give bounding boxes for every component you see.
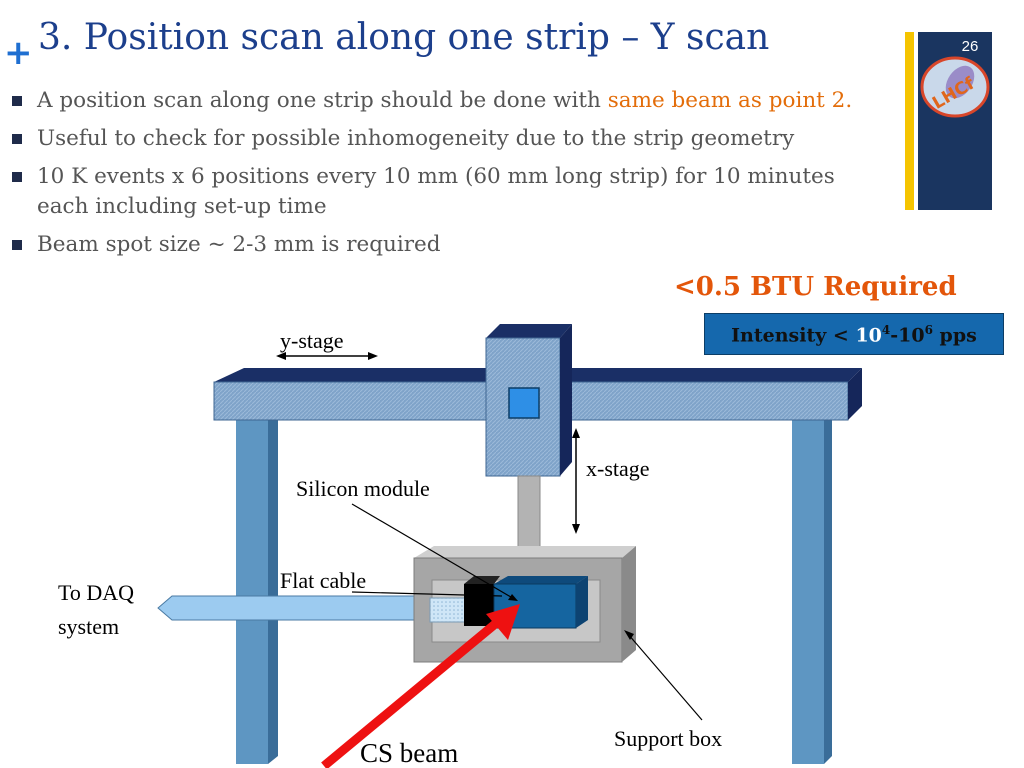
support-box-label: Support box xyxy=(614,726,723,751)
flat-cable-label: Flat cable xyxy=(280,568,367,593)
y-stage-label: y-stage xyxy=(280,328,344,353)
silicon-module-label: Silicon module xyxy=(296,476,430,501)
highlight-text: same beam as point 2. xyxy=(607,88,853,113)
right-leg-side xyxy=(824,412,832,764)
plus-icon: + xyxy=(4,33,33,73)
silicon-callout-line xyxy=(351,503,517,601)
support-box-top xyxy=(414,546,636,558)
bullet-square-icon xyxy=(12,172,22,182)
x-stage-label: x-stage xyxy=(586,456,650,481)
cs-beam-arrow xyxy=(321,616,503,768)
intensity-text: Intensity < 104-106 pps xyxy=(731,323,977,347)
arrow-head xyxy=(508,594,518,601)
module-top xyxy=(494,576,588,584)
arrow-head xyxy=(572,524,580,534)
arrow-head xyxy=(624,630,634,640)
arrow-head xyxy=(368,352,378,360)
btu-requirement: <0.5 BTU Required xyxy=(674,272,957,302)
stage-window xyxy=(508,387,540,419)
to-daq-label-line2: system xyxy=(58,614,120,639)
rail-side-face xyxy=(848,368,862,420)
support-box-side xyxy=(622,546,636,662)
flat-cable-callout-line xyxy=(351,591,503,597)
yellow-accent-bar xyxy=(905,32,914,210)
bullet-list: A position scan along one strip should b… xyxy=(10,86,910,268)
arrow-head xyxy=(572,428,580,438)
bullet-square-icon xyxy=(12,240,22,250)
slide-number: 26 xyxy=(961,38,979,55)
bullet-item: 10 K events x 6 positions every 10 mm (6… xyxy=(10,162,877,222)
logo-swirl xyxy=(945,65,975,99)
left-leg xyxy=(236,420,268,764)
flat-cable xyxy=(429,597,467,623)
bullet-square-icon xyxy=(12,96,22,106)
carriage-top xyxy=(486,324,572,338)
carriage-side xyxy=(560,324,572,476)
bullet-item: Beam spot size ~ 2-3 mm is required xyxy=(10,230,910,260)
right-leg xyxy=(792,420,824,764)
lhcf-logo: LHCf xyxy=(920,56,990,118)
vertical-rod xyxy=(517,475,541,557)
slide-title: 3. Position scan along one strip – Y sca… xyxy=(38,17,770,58)
support-box-callout-line xyxy=(627,633,703,721)
arrow-head xyxy=(276,352,286,360)
bullet-item: Useful to check for possible inhomogenei… xyxy=(10,124,910,154)
connector xyxy=(464,584,494,626)
beam-arrow-head xyxy=(486,604,520,640)
cs-beam-label: CS beam xyxy=(360,738,459,768)
bullet-item: A position scan along one strip should b… xyxy=(10,86,910,116)
module-side xyxy=(576,576,588,628)
to-daq-label-line1: To DAQ xyxy=(58,580,135,605)
bullet-square-icon xyxy=(12,134,22,144)
daq-cable xyxy=(157,595,433,621)
left-leg-side xyxy=(268,412,278,764)
intensity-box: Intensity < 104-106 pps xyxy=(704,313,1004,355)
